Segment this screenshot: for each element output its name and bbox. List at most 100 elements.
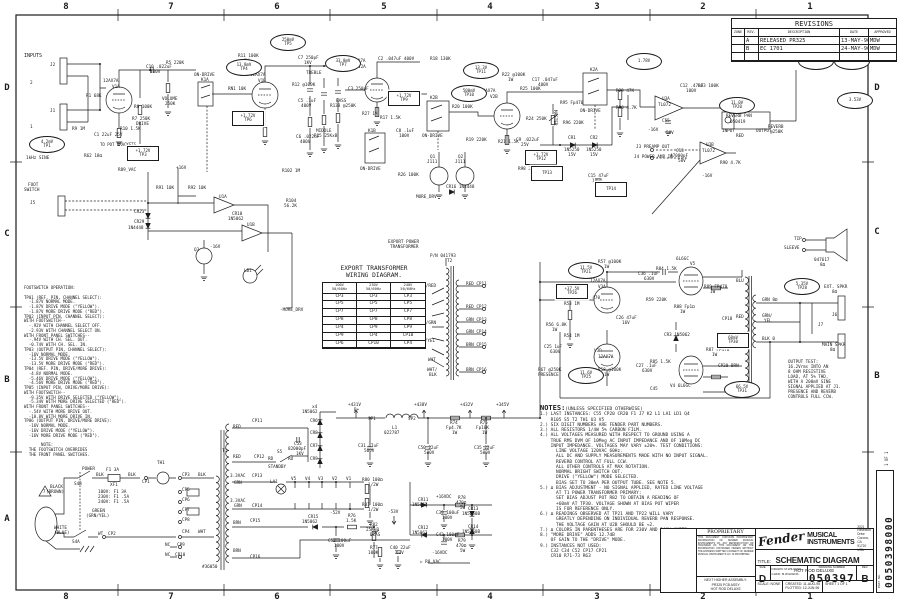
component-label: 1N5250 (564, 148, 580, 153)
footswitch-line: -5.46V DRIVE MODE ("YELLOW"). (24, 375, 100, 381)
footswitch-line: THE FRONT PANEL SWITCHES. (24, 451, 90, 457)
component-label: PRESENCE (538, 373, 559, 378)
component-label: 50V (678, 159, 686, 164)
component-label: R29 47K (616, 89, 635, 94)
notes-block: NOTES:(UNLESS SPECIFIED OTHERWISE) 1.) L… (540, 404, 709, 560)
component-label: x4 (312, 405, 318, 410)
component-label: 5W (460, 506, 466, 511)
component-label: R7 250K (132, 117, 151, 122)
component-label: 400V (538, 83, 549, 88)
part-number-strip: 1 OF 1 PART NO. 0050398000 (876, 420, 895, 593)
component-label: -16V (210, 245, 221, 250)
component-label: 400V (300, 140, 311, 145)
component-label: 1W (680, 310, 686, 315)
component-label: +345V (496, 403, 509, 408)
revision-letter: B (861, 573, 869, 585)
component-label: R17 1.5K (380, 116, 401, 121)
component-label: T1 (222, 449, 228, 454)
export-header-cell: 240V 50/60Hz (391, 283, 425, 294)
component-label: SP2 (408, 417, 416, 422)
export-cell: CP4 (323, 324, 357, 333)
zone-label-bottom: 1 (807, 592, 813, 602)
component-label: CR10 (232, 212, 243, 217)
component-label: CR3 1N5062 (664, 333, 690, 338)
note-line: REVERB CONTROL AT FULL CCW. (540, 459, 629, 465)
test-point-box: TP14 (595, 181, 627, 197)
component-label: 1KV (304, 61, 312, 66)
output-test-line: SIGNAL APPLIED AT J1. (788, 383, 841, 389)
component-label: R30 4.7K (616, 106, 637, 111)
note-line: R105 S5 T2 TH1 U3 V5 (540, 417, 605, 423)
component-label: K2A (590, 68, 598, 73)
component-label: R90 4.7K (720, 161, 741, 166)
component-label: MAIN SPKR (822, 343, 846, 348)
part-number: 0050398000 (884, 515, 895, 588)
revision-cell (732, 53, 745, 61)
component-label: 470Ω (456, 544, 467, 549)
component-label: SLEEVE (784, 246, 800, 251)
component-label: 400V (150, 70, 161, 75)
note-line: 8.) "MORE DRIVE" ADDS 12.7dB (540, 533, 615, 539)
revision-cell: EC 1701 (759, 45, 840, 53)
component-label: BLK/GRN (418, 321, 437, 326)
component-label: R26 100K (398, 173, 419, 178)
component-label: R24 250K (526, 117, 547, 122)
component-label: ON-DRIVE (360, 167, 381, 172)
component-label: WHITE (54, 526, 67, 531)
export-diagram-title: EXPORT TRANSFORMER WIRING DIAGRAM. (340, 265, 408, 279)
component-label: R80 100Ω (362, 478, 383, 483)
component-label: R81 100Ω (362, 503, 383, 508)
revision-row (732, 53, 896, 61)
component-label: R1 68K (86, 94, 102, 99)
component-label: CP15 (250, 519, 261, 524)
note-line: INPUT IMPEDANCE. VOLTAGES MAY VARY ±20%.… (540, 443, 703, 449)
test-point-value: TP14 (606, 185, 616, 191)
component-label: ON-DRIVE (422, 134, 443, 139)
component-label: 12AX7A (598, 355, 614, 360)
export-cell: CP8 (391, 317, 425, 325)
test-point-value: +1.72V (396, 92, 412, 98)
component-label: C6 .022uF (296, 135, 320, 140)
company-name: MUSICAL INSTRUMENTS (807, 532, 855, 546)
zone-label-right: C (874, 227, 880, 237)
note-line: 2.) SIX DIGIT NUMBERS ARE FENDER PART NU… (540, 422, 663, 428)
component-label: R88 Fp1Ω (674, 305, 695, 310)
component-label: CR2 (590, 136, 598, 141)
note-line: TRUE RMS DVM OF 10Meg AC INPUT IMPEDANCE… (540, 438, 701, 444)
component-label: POWER (82, 467, 95, 472)
test-point-value: 5.35V (795, 280, 809, 286)
zone-label-top: 1 (807, 2, 813, 12)
component-label: P/N 041793 (430, 254, 456, 259)
test-point-value: 13.8mV (236, 61, 252, 67)
test-point-value: +1.72V (135, 147, 151, 153)
export-cell: CP3 (357, 293, 391, 302)
component-label: ▷ R8_VAC (420, 560, 441, 565)
component-label: R54 1M (564, 334, 580, 339)
revisions-header-cell: DESCRIPTION (759, 29, 840, 37)
component-label: C3 250pF (348, 87, 369, 92)
component-label: MIDDLE (316, 129, 332, 134)
footswitch-line: -13.5V DRIVE MODE ("YELLOW"). (24, 356, 100, 362)
component-label: BASS (336, 99, 347, 104)
component-label: V2A (358, 65, 366, 70)
component-label: K1B (368, 129, 376, 134)
footswitch-line: TP05 (INPUT PIN, DRIVE/MORE DRIVE): (24, 385, 110, 391)
component-label: Q1 (430, 155, 436, 160)
component-label: 25KxB (366, 528, 379, 533)
component-label: R33 100K (698, 84, 719, 89)
export-cell: CP4 (391, 341, 425, 349)
zone-label-bottom: 8 (63, 592, 69, 602)
zone-label-right: D (874, 83, 880, 93)
component-label: RED (233, 425, 241, 430)
component-label: 12AX7A (250, 73, 266, 78)
footswitch-line: FOOTSWITCH OPERATION: (24, 285, 76, 290)
note-line: ALL DC AND SUPPLY MEASUREMENTS MADE WITH… (540, 454, 709, 460)
component-label: R89_VAC (118, 168, 137, 173)
